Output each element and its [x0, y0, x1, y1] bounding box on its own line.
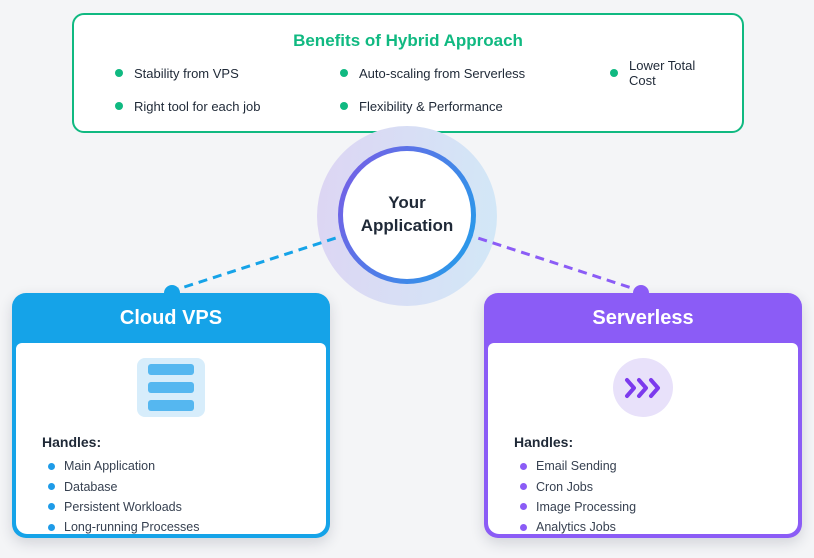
- benefit-label: Right tool for each job: [134, 98, 261, 114]
- cloud-vps-body: Handles: Main Application Database Persi…: [16, 343, 326, 534]
- bullet-dot-icon: [340, 69, 348, 77]
- serverless-title: Serverless: [592, 307, 694, 329]
- list-item-label: Image Processing: [536, 499, 637, 514]
- bullet-dot-icon: [115, 102, 123, 110]
- vps-handles-list: Main Application Database Persistent Wor…: [16, 456, 326, 538]
- app-label-line1: Your: [388, 193, 426, 213]
- vps-handles-label: Handles:: [42, 434, 102, 450]
- bullet-dot-icon: [340, 102, 348, 110]
- bullet-dot-icon: [48, 503, 55, 511]
- benefits-title: Benefits of Hybrid Approach: [293, 31, 523, 50]
- list-item: Analytics Jobs: [520, 517, 798, 537]
- list-item-label: Analytics Jobs: [536, 520, 616, 535]
- benefit-item: Auto-scaling from Serverless: [340, 64, 610, 82]
- bullet-dot-icon: [520, 523, 527, 531]
- bullet-dot-icon: [520, 503, 527, 511]
- bullet-dot-icon: [48, 483, 55, 491]
- serverless-handles-list: Email Sending Cron Jobs Image Processing…: [488, 456, 798, 538]
- benefits-list: Stability from VPS Auto-scaling from Ser…: [115, 58, 724, 115]
- list-item: Cron Jobs: [520, 476, 798, 496]
- serverless-handles-label: Handles:: [514, 434, 574, 450]
- benefit-item: Lower Total Cost: [610, 58, 724, 88]
- benefit-label: Flexibility & Performance: [359, 98, 503, 114]
- bullet-dot-icon: [48, 462, 55, 470]
- benefits-panel: Benefits of Hybrid Approach Stability fr…: [72, 13, 744, 133]
- list-item-label: Main Application: [64, 459, 156, 474]
- list-item: Main Application: [48, 456, 326, 476]
- list-item-label: Cron Jobs: [536, 479, 593, 494]
- list-item: Long-running Processes: [48, 517, 326, 537]
- app-label-line2: Application: [360, 216, 454, 235]
- benefit-label: Stability from VPS: [134, 65, 239, 81]
- cloud-vps-title: Cloud VPS: [119, 307, 223, 329]
- bullet-dot-icon: [520, 462, 527, 470]
- list-item-label: Email Sending: [536, 459, 617, 474]
- list-item-label: Database: [64, 479, 118, 494]
- cloud-vps-card: Cloud VPS Handles: Main Application Data…: [12, 285, 330, 538]
- connector-node-serverless: [633, 285, 649, 301]
- benefit-label: Auto-scaling from Serverless: [359, 65, 526, 81]
- list-item: Database: [48, 476, 326, 496]
- bullet-dot-icon: [115, 69, 123, 77]
- benefit-item: Right tool for each job: [115, 97, 340, 115]
- your-application-node: Your Application: [338, 146, 476, 284]
- connector-node-vps: [164, 285, 180, 301]
- bullet-dot-icon: [520, 483, 527, 491]
- serverless-body: Handles: Email Sending Cron Jobs Image P…: [488, 343, 798, 534]
- bullet-dot-icon: [48, 523, 55, 531]
- benefit-label: Lower Total Cost: [629, 58, 696, 88]
- fast-forward-chevrons-icon: [613, 358, 673, 417]
- list-item: Persistent Workloads: [48, 497, 326, 517]
- list-item-label: Persistent Workloads: [64, 499, 182, 514]
- list-item: Email Sending: [520, 456, 798, 476]
- list-item: Image Processing: [520, 497, 798, 517]
- server-stack-icon: [137, 358, 205, 417]
- benefit-item: Stability from VPS: [115, 64, 340, 82]
- serverless-card: Serverless Handles: Email Sending Cron J…: [484, 285, 802, 538]
- benefit-item: Flexibility & Performance: [340, 97, 610, 115]
- bullet-dot-icon: [610, 69, 618, 77]
- list-item-label: Long-running Processes: [64, 520, 200, 535]
